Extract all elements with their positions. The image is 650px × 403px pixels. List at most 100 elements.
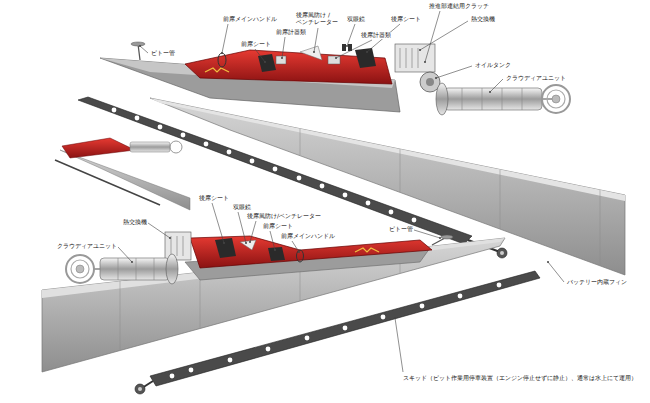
leader-line [148,223,170,238]
bottom-skid [150,271,540,386]
top-cockpit [205,68,229,72]
callout-label: ピトー管 [388,226,414,233]
bottom-skid [343,326,348,331]
leader-line [439,237,441,239]
leader-line [347,24,355,46]
top-cockpit [218,53,226,67]
thumbnail-boat [55,138,190,210]
leader-line [118,247,132,262]
top-engine-unit [502,88,503,110]
top-engine-unit [547,90,565,108]
callout-label: ピトー管 [150,50,176,57]
top-pitot-tube [138,44,140,60]
bottom-skid [420,304,425,309]
top-skid [112,108,117,113]
leader-line [245,242,247,244]
leader-line [298,251,300,253]
top-battery-fin [150,98,625,275]
leader-line [490,79,503,92]
leader-line [118,11,564,372]
leader-line [250,221,256,242]
leader-line [249,241,251,243]
top-skid [158,125,163,130]
top-skid [366,201,371,206]
leader-line [419,49,421,51]
leader-line [223,242,225,244]
bottom-skid [189,368,194,373]
leader-line [139,45,141,47]
top-engine-unit [542,85,570,113]
leader-line [394,317,396,319]
bottom-cockpit [190,236,432,268]
top-engine-unit [436,83,448,115]
callout-label: 前席シート [262,223,294,230]
callout-label: クラウディアユニット [56,243,118,250]
leader-line [314,28,318,52]
leader-line [169,237,171,239]
leader-line [335,57,337,59]
bottom-engine-unit [76,265,84,273]
leader-line [264,61,266,63]
callout-label: スキッド（ピット作業用停車装置（エンジン停止せずに静止）、通常は水上にて運用） [402,375,638,382]
leader-line [221,52,223,54]
bottom-cockpit [190,236,432,268]
top-battery-fin [400,149,401,192]
bottom-engine-unit [71,260,89,278]
thumbnail-boat [170,141,182,153]
top-skid [412,218,417,223]
leader-line [274,249,276,251]
bottom-skid [266,347,271,352]
bottom-skid [170,374,175,379]
callout-label: 前席メインハンドル [280,233,336,240]
bottom-engine-unit [136,258,137,280]
callout-label: 前席メインハンドル [222,16,278,23]
top-engine-unit [552,95,560,103]
top-battery-fin [300,129,301,155]
leader-line [425,11,440,62]
bottom-skid [138,387,142,391]
top-cockpit [342,44,346,51]
callout-label: 双眼鏡 [346,16,366,23]
top-cockpit [185,44,392,84]
top-machinery [400,48,401,68]
top-machinery [395,44,440,92]
callout-label: 前席計器類 [275,29,307,36]
bottom-cockpit [240,240,256,250]
callout-label: 推進部連結用クラッチ [428,3,490,10]
leader-line [313,51,315,53]
top-engine-unit [522,88,523,110]
bottom-pitot-tube [441,235,453,239]
leader-line [292,241,299,252]
callout-label: 後席風防け /ベンチレーター [295,12,347,26]
top-skid [297,176,302,181]
leader-line [436,66,472,78]
top-pitot-tube [131,42,145,60]
top-skid [227,150,232,155]
callout-label: 熱交換機 [122,219,148,226]
bottom-skid [458,294,463,299]
bottom-machinery [183,236,184,256]
top-cockpit [348,44,352,51]
bottom-cockpit [355,248,379,252]
bottom-skid [228,358,233,363]
top-machinery [426,78,434,86]
callout-label: 後席計器類 [360,32,392,39]
leader-line [424,61,426,63]
top-battery-fin [600,190,601,265]
thumbnail-boat [60,150,190,210]
top-skid [78,97,472,244]
bottom-skid [497,283,502,288]
bottom-engine-unit [66,255,94,283]
bottom-battery-fin [120,281,121,350]
leader-line [395,318,403,372]
bottom-machinery [171,236,172,256]
bottom-cockpit [215,238,236,258]
leader-line [547,261,549,263]
leader-line [238,212,246,243]
leader-line [281,57,283,59]
callout-label: オイルタンク [474,62,512,69]
callout-label: 熱交換機 [470,16,496,23]
callout-label: 双眼鏡 [232,204,252,211]
